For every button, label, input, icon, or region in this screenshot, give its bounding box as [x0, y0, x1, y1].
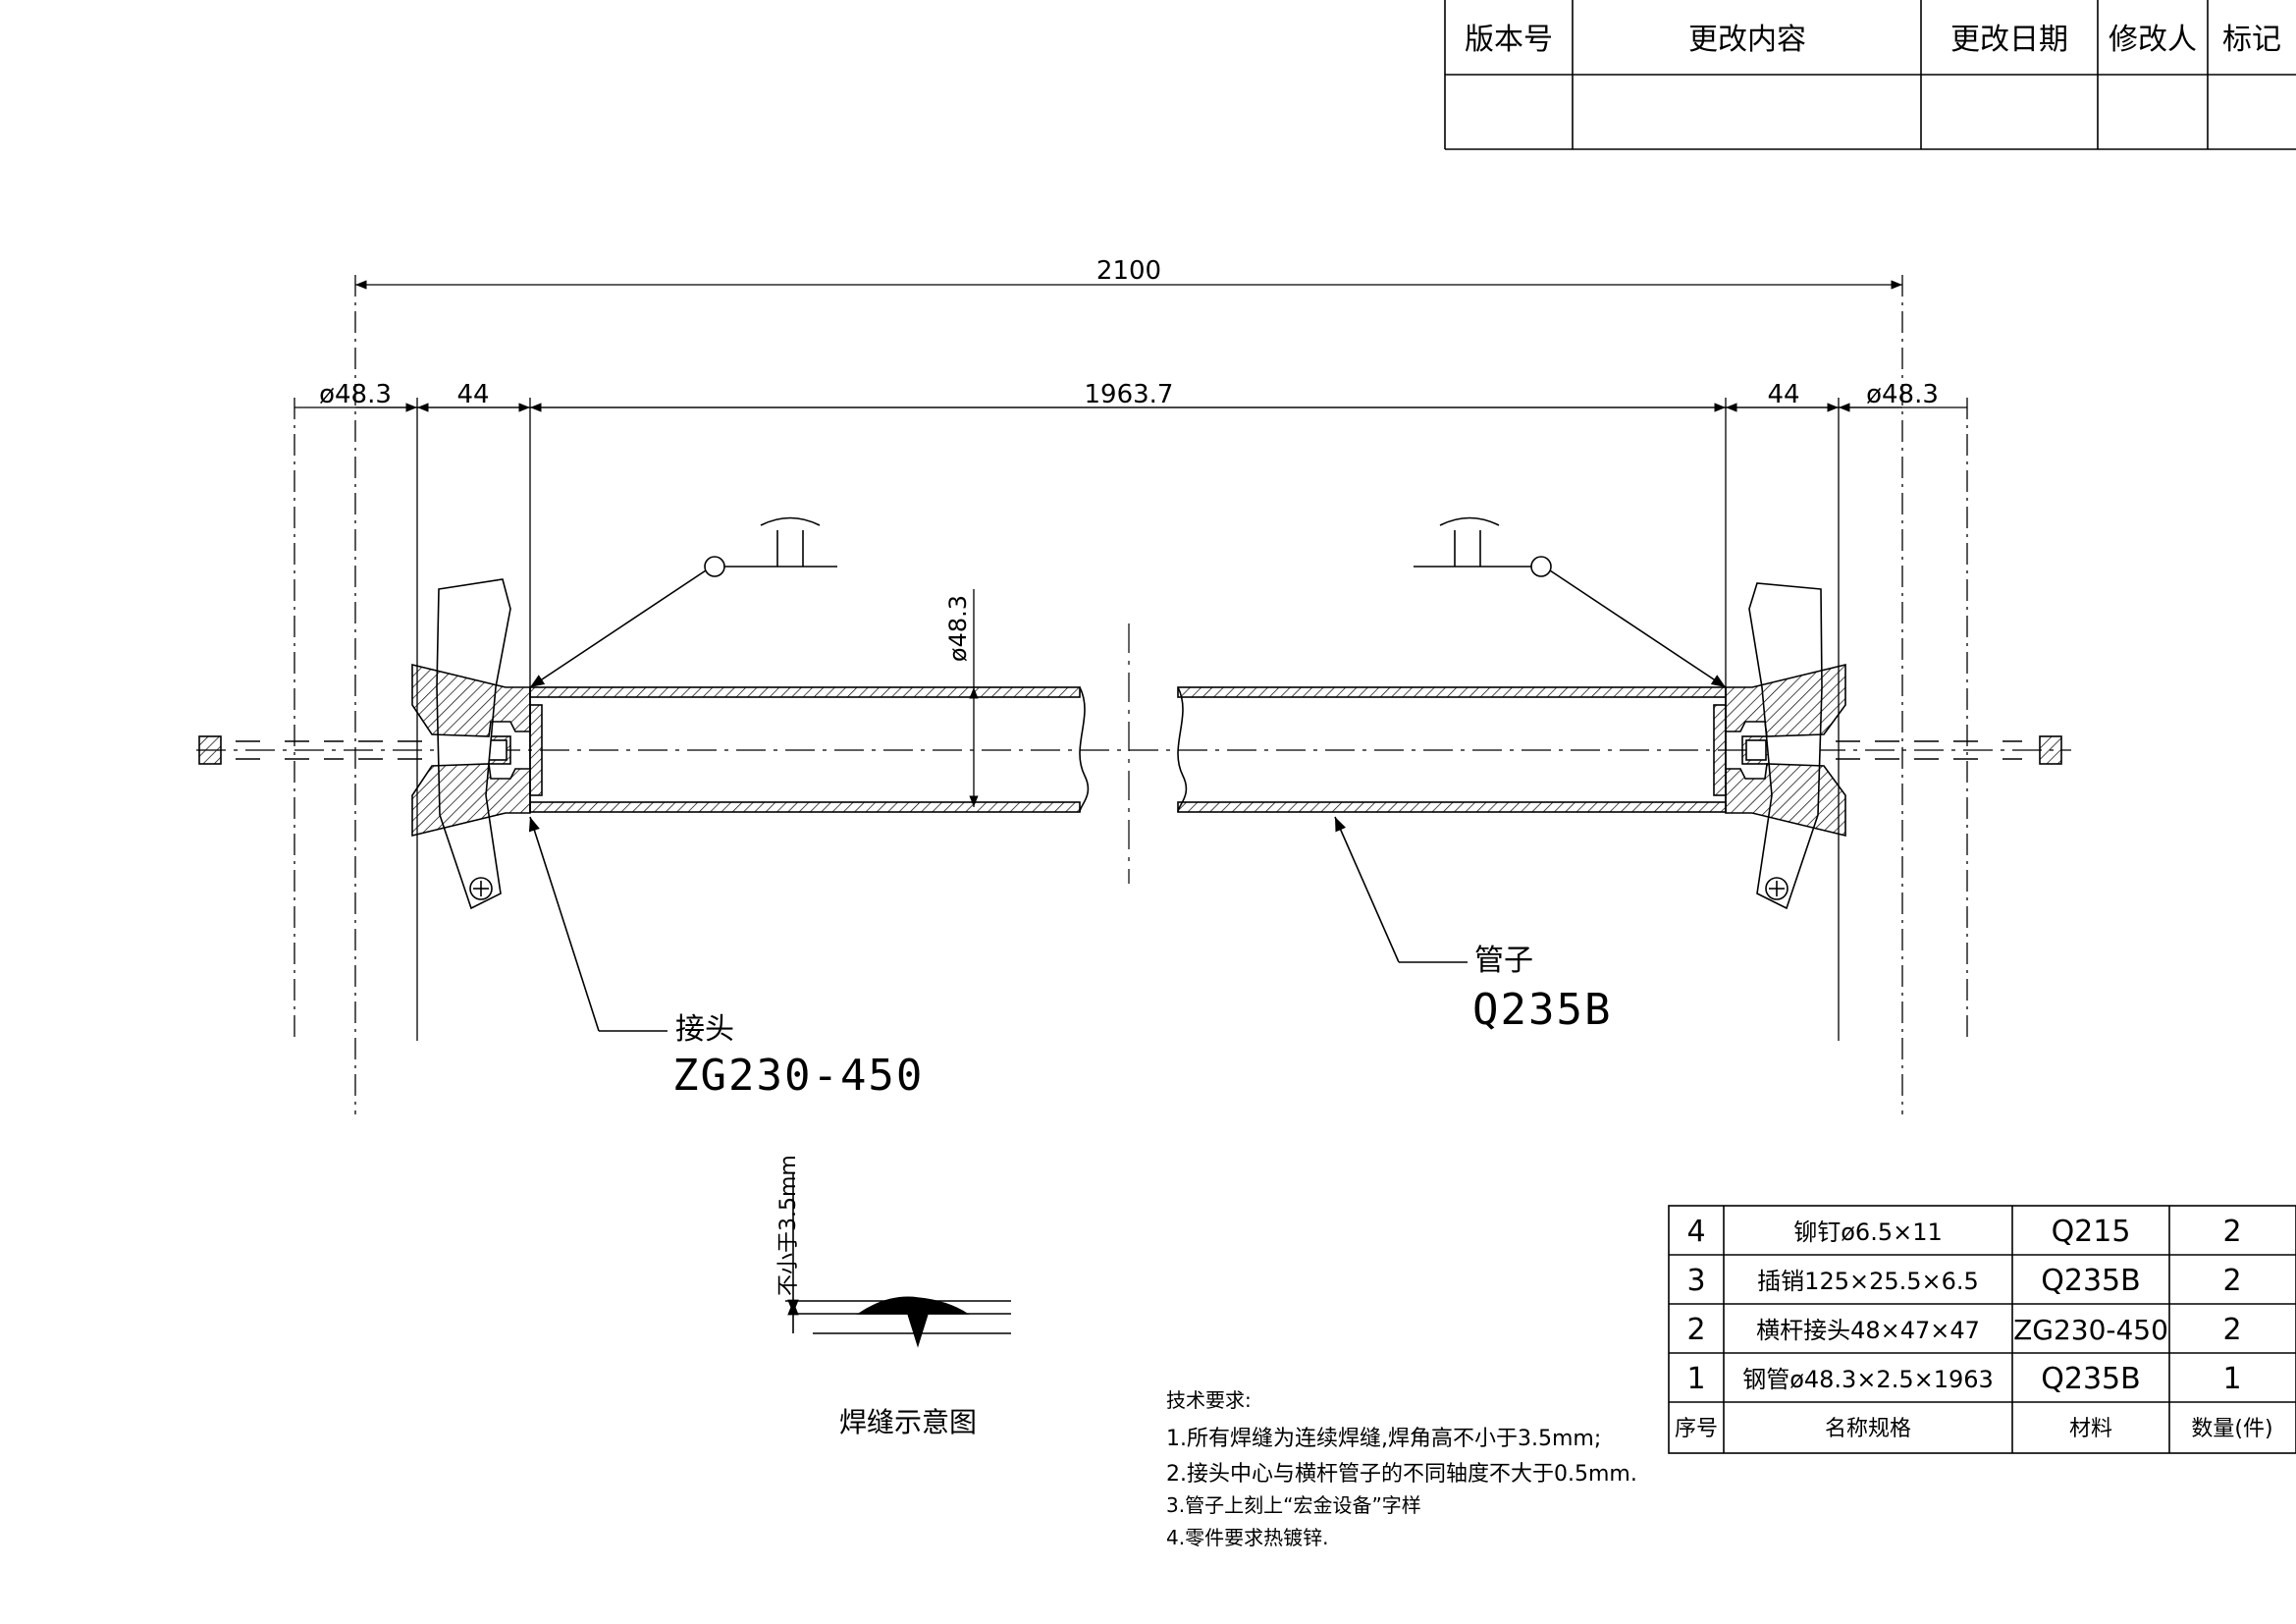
part-name: 钢管ø48.3×2.5×1963	[1742, 1366, 1994, 1393]
pipe-material-label: Q235B	[1472, 985, 1612, 1035]
tech-req-item-2: 2.接头中心与横杆管子的不同轴度不大于0.5mm.	[1166, 1462, 1637, 1487]
rev-header-date: 更改日期	[1950, 23, 2068, 57]
part-no: 1	[1686, 1362, 1705, 1396]
parts-list-row-2: 2 横杆接头48×47×47 ZG230-450 2	[1686, 1313, 2241, 1347]
dimension-lines	[294, 275, 1968, 1114]
parts-list-row-3: 3 插销125×25.5×6.5 Q235B 2	[1686, 1264, 2241, 1298]
rev-header-content: 更改内容	[1688, 23, 1806, 57]
header-name: 名称规格	[1825, 1417, 1911, 1441]
left-joint	[198, 578, 543, 910]
part-qty: 2	[2222, 1313, 2241, 1347]
weld-symbol-right	[1414, 516, 1727, 688]
dim-right-offset: 44	[1767, 380, 1799, 409]
parts-list-row-1: 1 钢管ø48.3×2.5×1963 Q235B 1	[1686, 1362, 2241, 1396]
part-no: 2	[1686, 1313, 1705, 1347]
part-material: Q235B	[2041, 1362, 2140, 1396]
dim-left-offset: 44	[456, 380, 489, 409]
part-qty: 2	[2222, 1215, 2241, 1249]
part-qty: 2	[2222, 1264, 2241, 1298]
weld-symbol-left	[529, 516, 837, 688]
header-no: 序号	[1675, 1417, 1718, 1441]
joint-material-label: ZG230-450	[672, 1051, 924, 1101]
pipe-leader	[1334, 816, 1468, 963]
rev-header-editor: 修改人	[2109, 23, 2197, 57]
right-joint	[1713, 582, 2062, 910]
dim-right-dia: ø48.3	[1866, 380, 1939, 409]
part-name: 插销125×25.5×6.5	[1757, 1268, 1979, 1295]
weld-caption: 焊缝示意图	[839, 1406, 977, 1438]
tech-req-item-3: 3.管子上刻上“宏金设备”字样	[1166, 1493, 1421, 1517]
part-no: 3	[1686, 1264, 1705, 1298]
part-name: 铆钉ø6.5×11	[1793, 1218, 1943, 1246]
header-material: 材料	[2069, 1417, 2112, 1441]
header-qty: 数量(件)	[2191, 1417, 2272, 1441]
joint-name-label: 接头	[675, 1012, 734, 1047]
parts-list-header: 序号 名称规格 材料 数量(件)	[1675, 1417, 2273, 1441]
tech-req-item-1: 1.所有焊缝为连续焊缝,焊角高不小于3.5mm;	[1166, 1427, 1601, 1451]
part-qty: 1	[2222, 1362, 2241, 1396]
parts-list-row-4: 4 铆钉ø6.5×11 Q215 2	[1686, 1215, 2241, 1249]
weld-height-label: 不小于3.5mm	[776, 1155, 801, 1296]
rev-header-version: 版本号	[1465, 23, 1553, 57]
pipe-name-label: 管子	[1474, 944, 1533, 978]
revision-table	[1444, 0, 2296, 150]
part-name: 横杆接头48×47×47	[1756, 1317, 1980, 1344]
dim-pipe-dia: ø48.3	[944, 595, 972, 662]
dim-left-dia: ø48.3	[319, 380, 392, 409]
tech-req-title: 技术要求:	[1166, 1388, 1252, 1412]
parts-list-grid	[1668, 1205, 2296, 1454]
dim-middle: 1963.7	[1085, 380, 1174, 409]
tech-req-item-4: 4.零件要求热镀锌.	[1166, 1526, 1328, 1549]
joint-leader	[528, 816, 667, 1032]
rev-header-mark: 标记	[2222, 23, 2281, 57]
part-no: 4	[1686, 1215, 1705, 1249]
part-material: Q215	[2052, 1215, 2131, 1249]
weld-schematic	[785, 1173, 1011, 1348]
part-material: Q235B	[2041, 1264, 2140, 1298]
part-material: ZG230-450	[2013, 1314, 2168, 1346]
dim-overall: 2100	[1096, 256, 1161, 286]
